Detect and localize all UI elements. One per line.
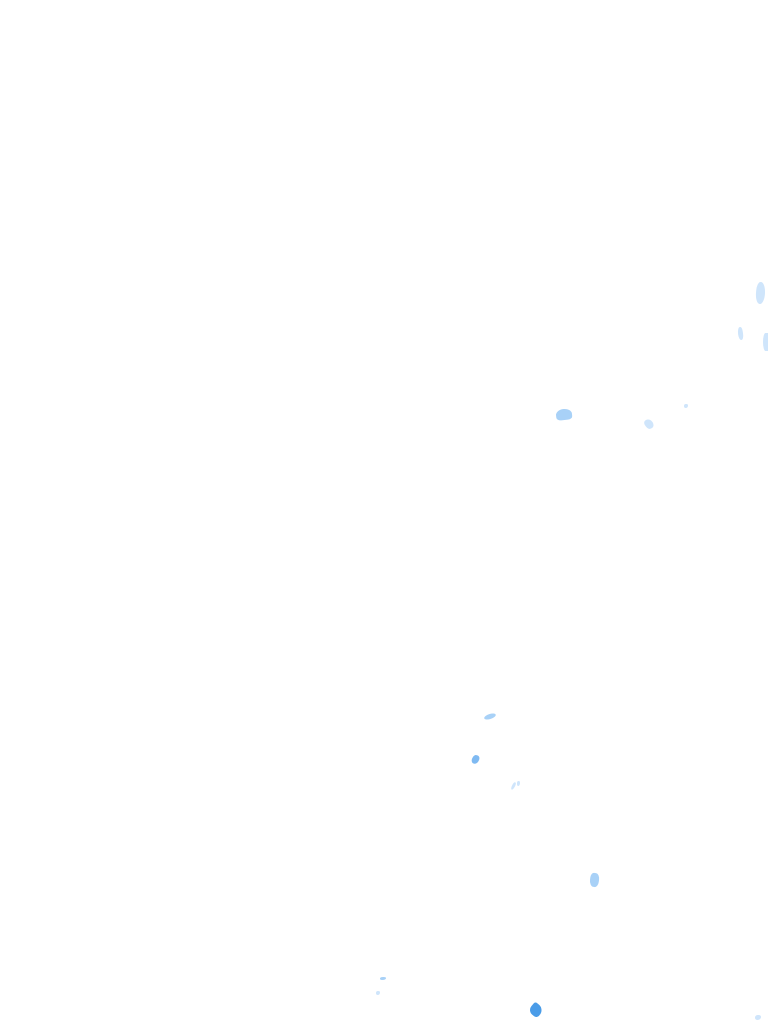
blue-speck xyxy=(763,333,768,351)
blue-speck xyxy=(510,781,517,791)
blue-speck xyxy=(527,1001,545,1019)
blue-speck xyxy=(642,417,656,431)
blue-speck xyxy=(376,991,380,995)
blue-speck xyxy=(555,408,573,421)
blue-speck xyxy=(483,712,497,721)
blue-speck xyxy=(684,404,688,408)
blue-speck xyxy=(737,326,744,341)
blue-speck xyxy=(380,977,386,980)
blue-speck xyxy=(589,872,600,888)
blue-speck xyxy=(517,781,520,786)
blue-speck xyxy=(755,1015,761,1020)
blue-speck xyxy=(470,754,481,765)
blue-speck xyxy=(755,281,766,305)
